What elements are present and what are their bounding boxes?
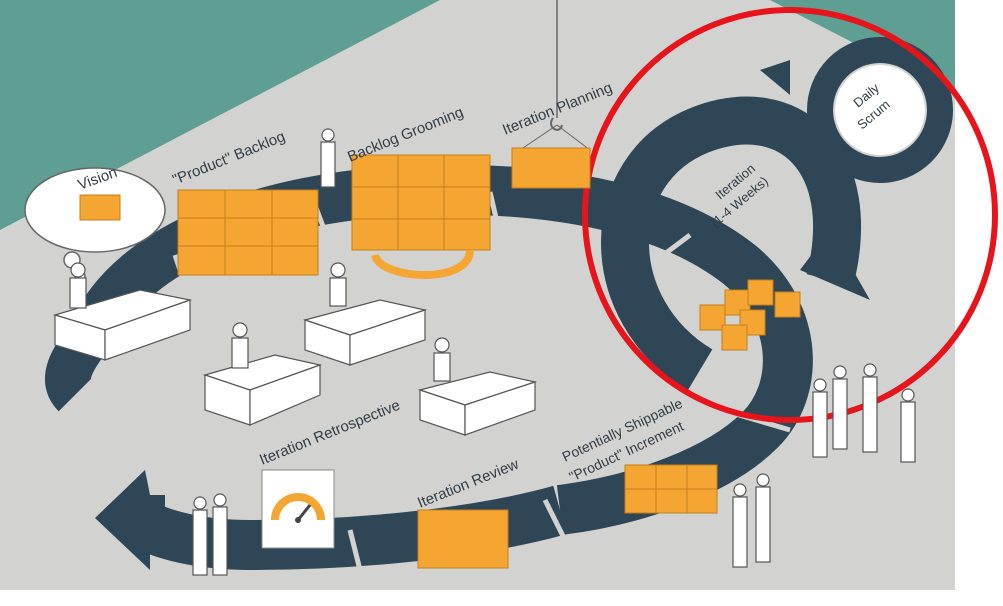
desk-icon (52, 289, 538, 436)
box-stack-icon (624, 464, 718, 514)
box-stack-icon (699, 279, 801, 351)
box-stack-icon (79, 194, 121, 221)
person-figure-icon (69, 128, 916, 576)
speedometer-icon (261, 469, 335, 549)
box-stack-icon (177, 189, 319, 276)
cycle-arrow-head (95, 470, 165, 570)
box-stack-icon (417, 509, 509, 569)
highlight-circle (582, 7, 998, 423)
box-stack-icon (351, 154, 491, 279)
daily-scrum-loop (760, 37, 953, 183)
crane-hook-icon (519, 0, 591, 151)
box-stack-icon (511, 147, 591, 189)
iteration-loop-arrow (601, 96, 870, 391)
